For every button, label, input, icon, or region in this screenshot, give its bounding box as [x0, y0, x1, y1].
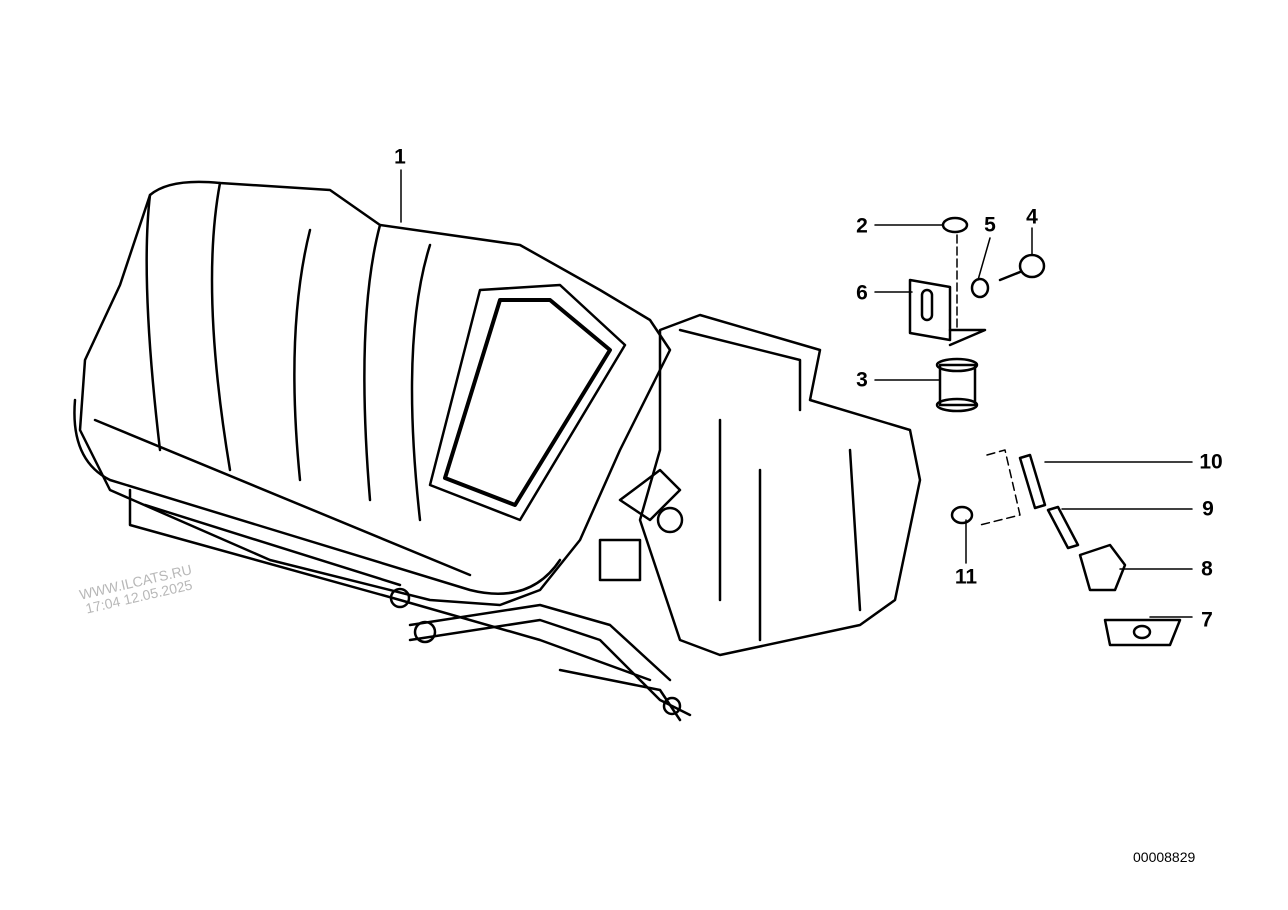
callout-9[interactable]: 9: [1202, 497, 1214, 521]
callout-7[interactable]: 7: [1201, 608, 1213, 632]
callout-8[interactable]: 8: [1201, 557, 1213, 581]
callout-4[interactable]: 4: [1026, 205, 1038, 229]
callout-5[interactable]: 5: [984, 213, 996, 237]
mounting-parts-illustration: [908, 216, 1182, 647]
diagram-number: 00008829: [1133, 849, 1196, 865]
callout-2[interactable]: 2: [856, 214, 868, 238]
callout-10[interactable]: 10: [1199, 450, 1223, 474]
callout-leader-lines: [400, 169, 1193, 618]
callout-11[interactable]: 11: [954, 565, 978, 589]
callout-1[interactable]: 1: [394, 145, 406, 169]
callout-6[interactable]: 6: [856, 281, 868, 305]
heater-housing-illustration: [73, 180, 922, 722]
callout-3[interactable]: 3: [856, 368, 868, 392]
